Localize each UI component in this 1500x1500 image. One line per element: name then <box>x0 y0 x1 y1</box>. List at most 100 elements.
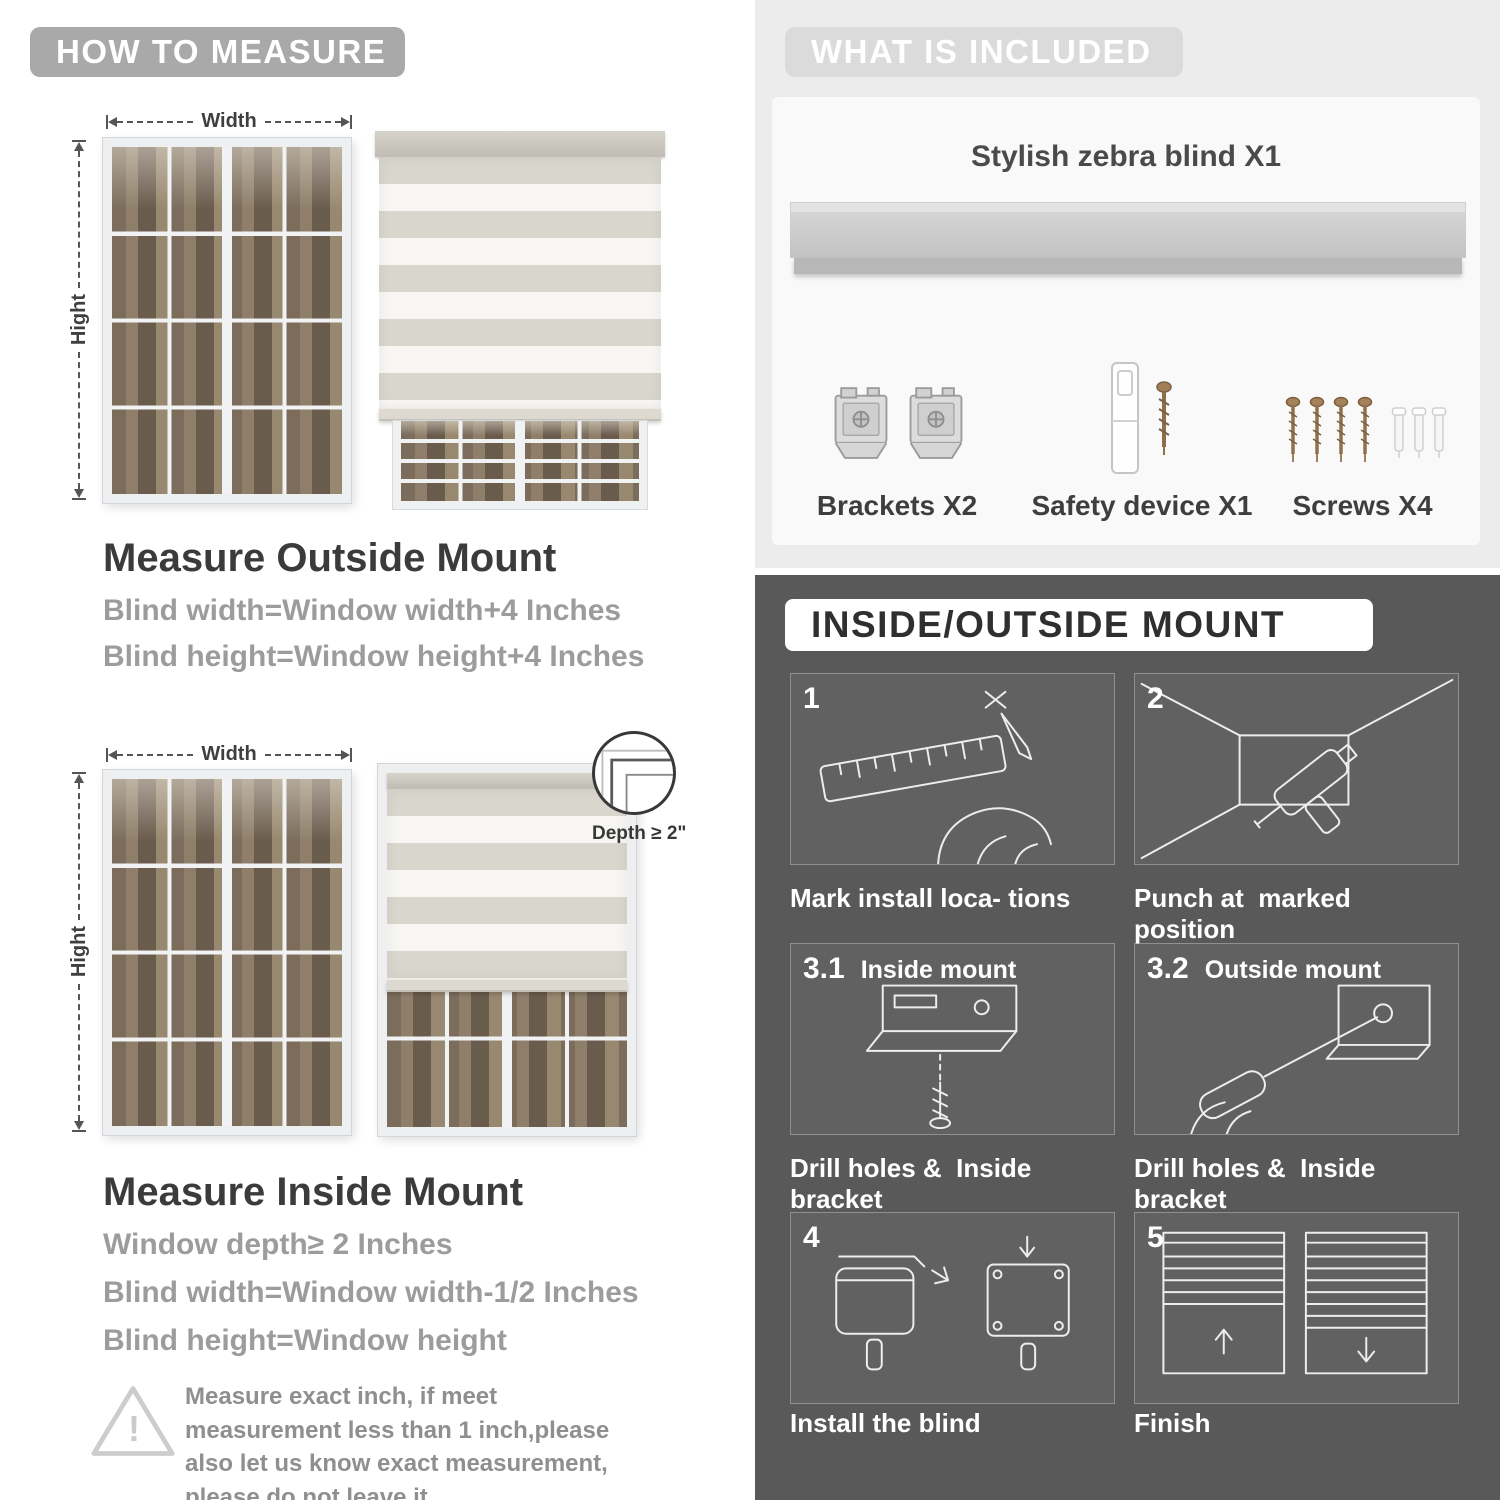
arrow-dash <box>78 151 80 289</box>
window-illustration-outside <box>103 138 351 503</box>
step-caption-3-2: Drill holes & Inside bracket <box>1134 1153 1383 1214</box>
mount-guide-section: INSIDE/OUTSIDE MOUNT 1 Mark install loca… <box>755 575 1500 1500</box>
arrow-dash <box>117 120 194 123</box>
arrow-up-icon <box>74 774 84 783</box>
arrow-dash <box>78 783 80 921</box>
step-title: Outside mount <box>1204 956 1382 984</box>
height-arrow-inside: Hight <box>68 772 90 1132</box>
step-panel-4: 4 <box>790 1212 1115 1404</box>
step-number: 5 <box>1147 1221 1164 1254</box>
safety-device-icon <box>1111 362 1172 474</box>
step-title: Inside mount <box>860 956 1017 984</box>
warning-triangle-icon: ! <box>90 1382 176 1460</box>
screws-icon <box>1285 396 1447 462</box>
step-panel-2: 2 <box>1134 673 1459 865</box>
arrow-left-icon <box>108 749 117 760</box>
inside-mount-line3: Blind height=Window height <box>103 1324 507 1357</box>
arrow-tick <box>72 1130 86 1132</box>
included-card: Stylish zebra blind X1 <box>772 97 1480 545</box>
step-panel-3-2: 3.2 Outside mount <box>1134 943 1459 1135</box>
arrow-dash <box>117 753 194 756</box>
frame-corner-icon <box>601 749 673 812</box>
width-label: Width <box>201 743 257 765</box>
window-below-blind <box>393 421 647 509</box>
arrow-tick <box>106 747 108 762</box>
blind-inside-frame <box>387 773 627 993</box>
arrow-right-icon <box>341 116 351 127</box>
window-grid <box>112 779 342 1126</box>
safety-device-label: Safety device X1 <box>1031 490 1253 521</box>
inside-bracket-icon <box>865 984 1018 1130</box>
warning-mark: ! <box>128 1408 140 1449</box>
arrow-tick <box>350 747 353 762</box>
outside-mount-title: Measure Outside Mount <box>103 536 557 580</box>
bracket-icon <box>909 387 963 459</box>
finish-blinds-icon <box>1162 1231 1428 1375</box>
screws-label: Screws X4 <box>1292 490 1433 521</box>
bracket-icon <box>834 387 888 459</box>
depth-detail-circle <box>592 731 676 815</box>
inside-mount-line1: Window depth≥ 2 Inches <box>103 1228 453 1261</box>
headrail-bottom-lip <box>794 258 1462 274</box>
how-to-measure-section: HOW TO MEASURE Width Hight <box>0 0 740 1500</box>
width-arrow-outside: Width <box>106 110 353 133</box>
drill-punch-icon <box>1140 678 1454 860</box>
window-grid <box>112 147 342 494</box>
brackets-label: Brackets X2 <box>816 490 978 521</box>
blind-stripes <box>379 157 661 409</box>
depth-label: Depth ≥ 2" <box>592 823 687 844</box>
step-panel-3-1: 3.1 Inside mount <box>790 943 1115 1135</box>
zebra-blind-headrail <box>790 202 1466 276</box>
step-panel-5: 5 <box>1134 1212 1459 1404</box>
height-label: Hight <box>67 926 90 978</box>
step-caption-3-1: Drill holes & Inside bracket <box>790 1153 1039 1214</box>
what-is-included-section: WHAT IS INCLUDED Stylish zebra blind X1 <box>755 0 1500 568</box>
width-arrow-inside: Width <box>106 743 353 766</box>
arrow-dash <box>264 753 342 756</box>
inside-mount-line2: Blind width=Window width-1/2 Inches <box>103 1276 639 1309</box>
install-blind-icon <box>835 1235 1070 1371</box>
mark-locations-icon <box>819 690 1052 864</box>
headrail-front-face <box>790 212 1466 258</box>
step-caption-5: Finish <box>1134 1408 1211 1438</box>
outside-bracket-icon <box>1190 984 1431 1134</box>
step-panel-1: 1 <box>790 673 1115 865</box>
arrow-dash <box>264 120 342 123</box>
blind-headrail <box>387 773 627 789</box>
blind-bottom-rail <box>387 980 627 993</box>
blind-stripes <box>387 789 627 981</box>
arrow-tick <box>72 498 86 500</box>
outside-mount-line1: Blind width=Window width+4 Inches <box>103 594 622 627</box>
arrow-down-icon <box>74 489 84 498</box>
step-number: 2 <box>1147 682 1164 715</box>
arrow-up-icon <box>74 142 84 151</box>
step-number: 1 <box>803 682 820 715</box>
inside-mount-title: Measure Inside Mount <box>103 1170 524 1214</box>
blind-bottom-rail <box>379 409 661 421</box>
outside-mount-line2: Blind height=Window height+4 Inches <box>103 640 645 673</box>
blind-headrail <box>375 131 665 157</box>
step-caption-1: Mark install loca- tions <box>790 883 1071 913</box>
blind-item-label: Stylish zebra blind X1 <box>970 140 1282 173</box>
step-number: 3.1 <box>803 952 845 985</box>
zebra-blind-outside-illustration <box>375 131 665 511</box>
arrow-left-icon <box>108 116 117 127</box>
step-number: 3.2 <box>1147 952 1189 985</box>
step-number: 4 <box>803 1221 820 1254</box>
step-caption-2: Punch at marked position <box>1134 883 1358 944</box>
arrow-tick <box>72 140 86 142</box>
height-label: Hight <box>67 294 90 346</box>
arrow-dash <box>78 983 80 1121</box>
what-is-included-header: WHAT IS INCLUDED <box>785 27 1183 77</box>
height-arrow-outside: Hight <box>68 140 90 500</box>
arrow-tick <box>106 114 108 129</box>
measure-note: Measure exact inch, if meet measurement … <box>185 1383 610 1500</box>
zebra-blind-inside-illustration <box>378 764 636 1136</box>
how-to-measure-header: HOW TO MEASURE <box>30 27 405 77</box>
arrow-tick <box>72 772 86 774</box>
step-caption-4: Install the blind <box>790 1408 981 1438</box>
window-grid <box>401 421 639 501</box>
window-illustration-inside <box>103 770 351 1135</box>
arrow-tick <box>350 114 353 129</box>
arrow-down-icon <box>74 1121 84 1130</box>
